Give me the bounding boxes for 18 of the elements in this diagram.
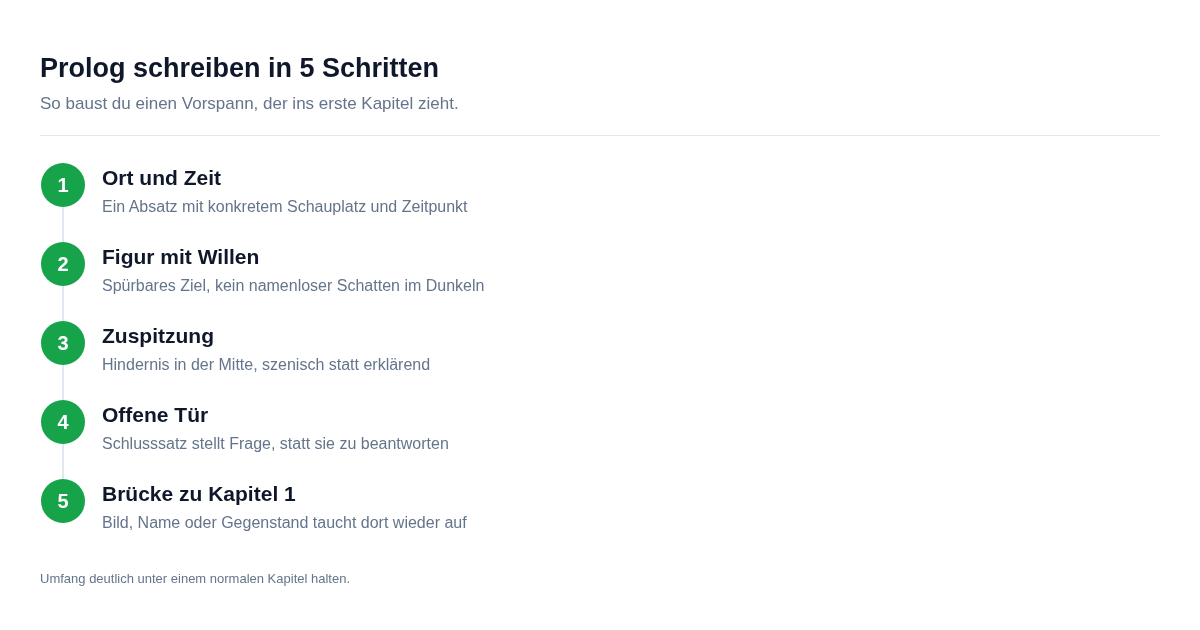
subtitle: So baust du einen Vorspann, der ins erste Kapitel zieht. <box>40 93 459 115</box>
step-number-circle: 2 <box>41 242 85 286</box>
footnote: Umfang deutlich unter einem normalen Kapitel halten. <box>40 571 350 587</box>
step-description: Ein Absatz mit konkretem Schauplatz und Zeitpunkt <box>102 197 468 217</box>
step-title: Offene Tür <box>102 402 209 428</box>
step-description: Schlusssatz stellt Frage, statt sie zu beantworten <box>102 434 449 454</box>
diagram-title: Prolog schreiben in 5 Schritten <box>40 52 440 85</box>
step-description: Spürbares Ziel, kein namenloser Schatten im Dunkeln <box>102 276 485 296</box>
step-title: Zuspitzung <box>102 323 214 349</box>
step-title: Brücke zu Kapitel 1 <box>102 481 296 507</box>
step-title: Ort und Zeit <box>102 165 221 191</box>
step-number-circle: 5 <box>41 479 85 523</box>
step-title: Figur mit Willen <box>102 244 260 270</box>
step-number-circle: 4 <box>41 400 85 444</box>
step-number-circle: 1 <box>41 163 85 207</box>
step-description: Bild, Name oder Gegenstand taucht dort wieder auf <box>102 513 467 533</box>
step-number-circle: 3 <box>41 321 85 365</box>
step-description: Hindernis in der Mitte, szenisch statt erklärend <box>102 355 431 375</box>
